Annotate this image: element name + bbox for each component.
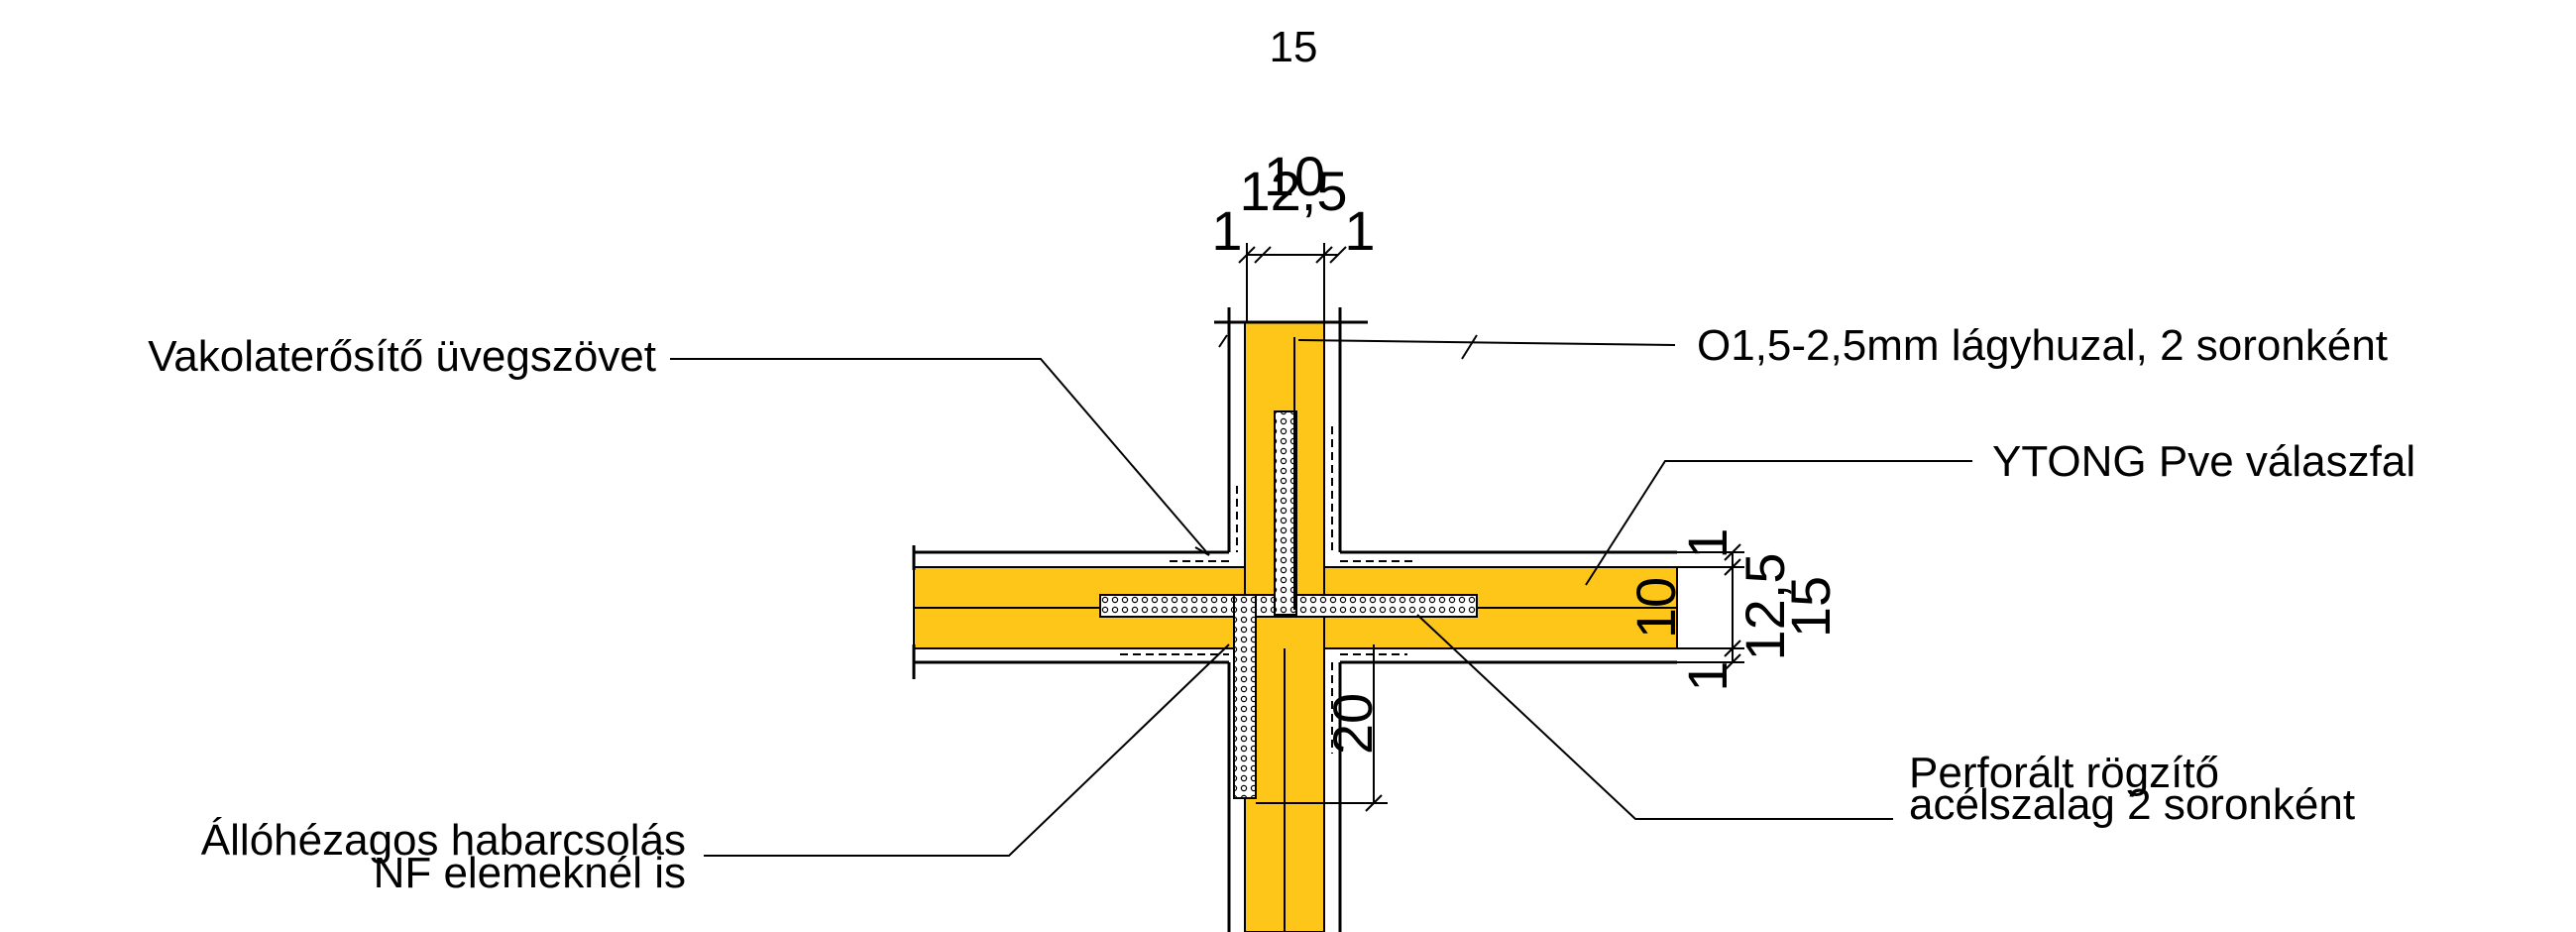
dimension-tick (1238, 246, 1256, 264)
leader-wall (1585, 460, 1972, 586)
label-joint-line2: NF elemeknél is (374, 849, 686, 897)
perforated-strip-vertical-bottom (1233, 594, 1257, 799)
dim-top-inner: 12,5 (1240, 160, 1348, 222)
leader-arrow (1218, 334, 1228, 348)
leader-strip (1416, 614, 1893, 820)
label-wire: O1,5-2,5mm lágyhuzal, 2 soronként (1697, 321, 2388, 370)
dim-right-overall: 15 (1779, 576, 1842, 638)
dim-top-left-plaster: 1 (1211, 199, 1242, 262)
dim-right-wall: 10 (1624, 577, 1687, 639)
label-wall: YTONG Pve válaszfal (1992, 437, 2415, 486)
dim-strip-length: 20 (1321, 693, 1384, 755)
dimension-tick (1724, 543, 1741, 561)
dimension-tick (1254, 246, 1272, 264)
dimension-tick (1365, 794, 1383, 812)
leader-joint (704, 643, 1230, 857)
dim-right-top-plaster: 1 (1676, 527, 1738, 558)
dim-right-bottom-plaster: 1 (1676, 660, 1738, 691)
perforated-strip-vertical-top (1274, 410, 1297, 616)
label-strip-line1: Perforált rögzítő (1909, 749, 2219, 797)
leader-mesh (670, 358, 1210, 556)
dimension-tick (1315, 246, 1333, 264)
dimension-tick (1329, 246, 1347, 264)
dimension-tick (1724, 640, 1741, 657)
label-joint-line1: Állóhézagos habarcsolás (201, 816, 686, 865)
dimension-tick (1724, 558, 1741, 576)
leader-mesh-arrow (1194, 546, 1210, 556)
label-strip-line2: acélszalag 2 soronként (1909, 780, 2355, 829)
label-mesh: Vakolaterősítő üvegszövet (148, 332, 656, 381)
dimension-tick (1724, 653, 1741, 671)
leader-wire-mark (1461, 334, 1478, 360)
dim-top-overall: 15 (1270, 23, 1318, 71)
dim-right-inner: 12,5 (1734, 553, 1796, 661)
leader-wire (1297, 339, 1676, 346)
dim-top-right-plaster: 1 (1344, 199, 1375, 262)
dim-top-wall: 10 (1264, 145, 1325, 207)
